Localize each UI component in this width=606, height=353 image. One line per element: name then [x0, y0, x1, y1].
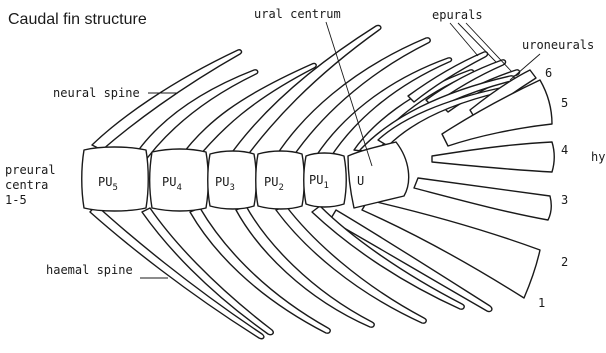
hypural-number-2: 2 — [561, 255, 568, 269]
diagram-title: Caudal fin structure — [8, 11, 147, 28]
hypural-number-1: 1 — [538, 296, 545, 310]
preural-centra-label: preural centra 1-5 — [5, 163, 56, 207]
preural-centra-label-line-3: 1-5 — [5, 193, 27, 207]
hypural-number-3: 3 — [561, 193, 568, 207]
hypural-4 — [432, 142, 554, 172]
hypural-number-5: 5 — [561, 96, 568, 110]
preural-centra-label-line-1: preural — [5, 163, 56, 177]
haemal-spine-label: haemal spine — [46, 263, 133, 277]
centrum-label-u: U — [357, 174, 364, 188]
hypural-number-4: 4 — [561, 143, 568, 157]
uroneurals-label: uroneurals — [522, 38, 594, 52]
hypural-number-6: 6 — [545, 66, 552, 80]
epurals-label: epurals — [432, 8, 483, 22]
hypural-3 — [414, 178, 551, 220]
preural-centra-label-line-2: centra — [5, 178, 48, 192]
centrum-pu4 — [150, 149, 209, 211]
hy-label: hy — [591, 150, 605, 164]
ural-centrum-label: ural centrum — [254, 7, 341, 21]
neural-spine-5 — [276, 38, 430, 158]
centrum-pu5 — [82, 147, 149, 211]
neural-spine-label: neural spine — [53, 86, 140, 100]
